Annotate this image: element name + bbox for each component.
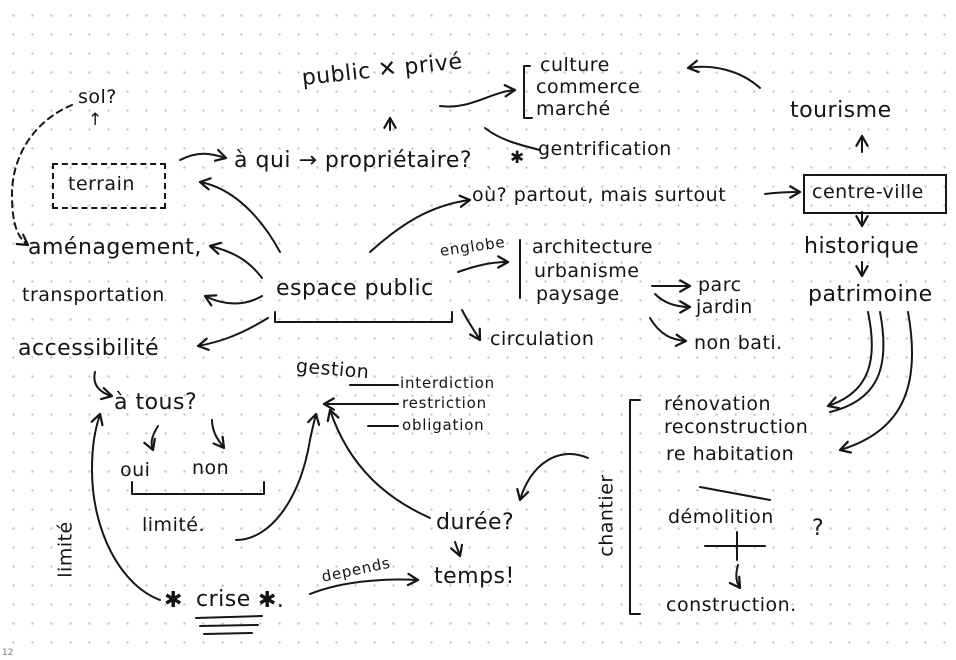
node-reconstruction: reconstruction — [664, 416, 809, 438]
node-oui: oui — [120, 459, 151, 481]
node-jardin: jardin — [696, 296, 753, 318]
crise-star-right: ✱. — [258, 588, 285, 613]
node-obligation: obligation — [402, 416, 485, 434]
node-centre-ville: centre-ville — [812, 181, 924, 203]
arrow-espace-terrain — [198, 177, 281, 253]
node-interdiction: interdiction — [400, 374, 495, 392]
node-temps: temps! — [434, 564, 515, 589]
arrow-paysage-nonbati — [649, 317, 688, 348]
arrow-prive-bracket — [439, 84, 517, 108]
node-amenagement: aménagement, — [28, 235, 202, 260]
node-rehabitation: re habitation — [666, 443, 795, 465]
node-parc: parc — [698, 274, 742, 296]
arrow-atous-non — [211, 419, 226, 450]
node-non: non — [192, 457, 230, 479]
node-demolition: démolition — [668, 506, 774, 528]
node-paysage: paysage — [536, 283, 620, 305]
node-circulation: circulation — [490, 328, 595, 350]
centre-ville-box — [803, 174, 947, 214]
node-non-bati: non bati. — [694, 332, 783, 354]
node-limite-side: limité — [54, 521, 77, 578]
arrow-englobe — [457, 255, 510, 273]
arrow-sol-amenagement — [11, 104, 73, 247]
node-tourisme: tourisme — [790, 98, 892, 123]
arrow-espace-circulation — [461, 309, 482, 342]
arrow-espace-amenagement — [208, 241, 263, 279]
node-culture: culture — [540, 54, 610, 76]
node-crise: crise — [196, 587, 251, 612]
arrow-paysage-jardin — [654, 293, 692, 314]
node-question: ? — [812, 516, 825, 541]
node-sol: sol? — [78, 86, 117, 108]
node-ou: où? partout, mais surtout — [472, 184, 727, 206]
arrow-crise-temps — [309, 572, 420, 595]
node-terrain: terrain — [68, 173, 135, 195]
arrow-limite-gestion — [235, 412, 321, 541]
node-renovation: rénovation — [664, 393, 772, 415]
arrow-up-sol: ↑ — [88, 110, 103, 130]
arrow-patrimoine-reconstr — [838, 311, 914, 454]
arrow-access-atous — [93, 371, 114, 401]
arrow-crise-atous — [90, 412, 161, 601]
arrow-espace-ou — [369, 194, 472, 253]
bracket-oui-non — [131, 481, 265, 495]
arrow-patrimoine-renov2 — [829, 311, 885, 413]
corner-mark: 12 — [2, 648, 14, 658]
arrow-tourisme-culture — [686, 59, 761, 89]
node-urbanisme: urbanisme — [534, 260, 640, 282]
node-a-qui: à qui → propriétaire? — [234, 148, 473, 173]
arrow-atous-oui — [143, 425, 159, 452]
node-marche: marché — [536, 98, 611, 120]
arrow-patrimoine-renov1 — [826, 311, 873, 410]
bracket-chantier — [629, 399, 641, 615]
node-patrimoine: patrimoine — [808, 282, 933, 307]
node-commerce: commerce — [536, 76, 641, 98]
bracket-culture — [523, 65, 533, 119]
terrain-box — [52, 163, 166, 209]
node-limite: limité. — [142, 514, 206, 536]
crise-star-left: ✱ — [164, 588, 183, 613]
node-architecture: architecture — [532, 236, 653, 258]
arrow-ou-centre — [764, 185, 802, 199]
node-duree: durée? — [436, 510, 515, 535]
star-gentrification: ✱ — [510, 148, 525, 168]
arrow-gentri-bracket — [484, 127, 541, 151]
node-transportation: transportation — [22, 284, 165, 306]
node-a-tous: à tous? — [114, 390, 198, 415]
arrow-duree-gestion — [326, 408, 431, 519]
node-restriction: restriction — [402, 394, 487, 412]
arrow-espace-accessibilite — [196, 317, 269, 351]
arrow-chantier-duree — [516, 453, 589, 502]
node-accessibilite: accessibilité — [18, 336, 160, 361]
node-gentrification: gentrification — [538, 138, 672, 160]
node-chantier: chantier — [595, 474, 618, 557]
node-historique: historique — [804, 234, 920, 259]
arrow-espace-transport — [203, 294, 263, 307]
node-construction: construction. — [666, 594, 797, 616]
arrow-duree-temps — [450, 541, 464, 558]
espace-underline — [274, 311, 453, 323]
arrow-terrain-aqui — [179, 148, 228, 162]
node-espace-public: espace public — [276, 276, 434, 301]
arrow-demolition-construction — [728, 564, 742, 590]
